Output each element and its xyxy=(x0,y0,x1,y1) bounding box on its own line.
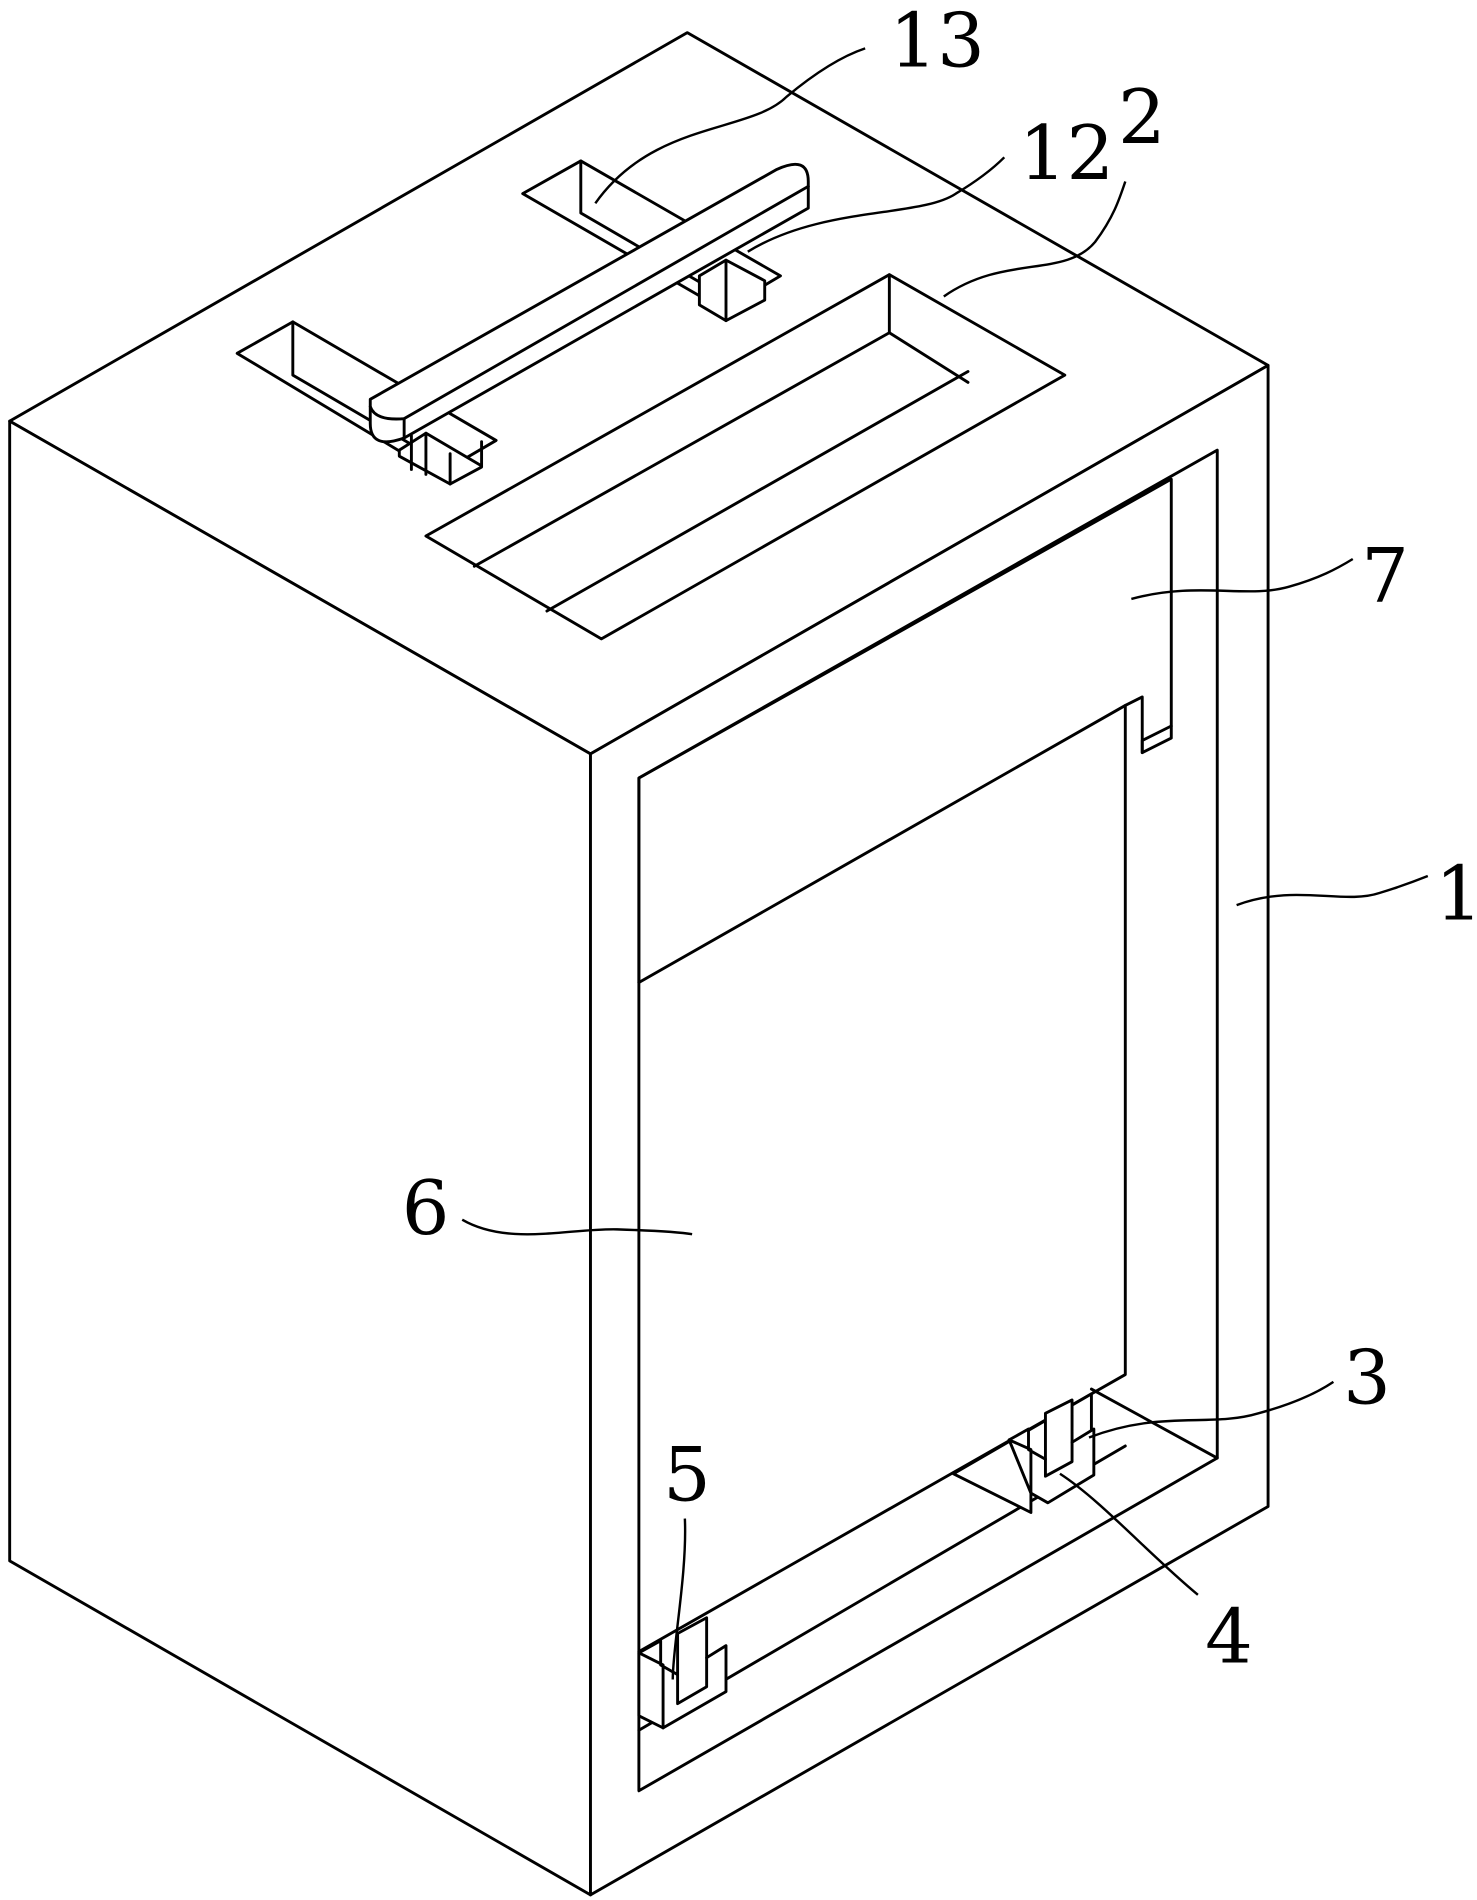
label-7: 7 xyxy=(1361,531,1409,619)
rear-u-slot-inner xyxy=(1043,1440,1074,1478)
leader-3 xyxy=(1088,1380,1335,1439)
cabinet-body xyxy=(8,31,1270,1897)
leader-5 xyxy=(671,1518,687,1680)
label-4: 4 xyxy=(1205,1593,1253,1681)
leader-12 xyxy=(747,156,1006,253)
label-3: 3 xyxy=(1343,1334,1391,1422)
cabinet-front-face xyxy=(589,363,1270,1897)
door-panel-face xyxy=(637,703,1127,1654)
label-2: 2 xyxy=(1118,73,1166,161)
leader-7 xyxy=(1131,557,1354,601)
leader-1 xyxy=(1236,874,1429,907)
top-loading-opening xyxy=(424,273,1067,641)
rear-u-slot-top xyxy=(1007,1438,1033,1495)
front-bottom-bracket xyxy=(637,1616,728,1730)
handle-bar xyxy=(368,162,810,444)
handle-posts xyxy=(397,258,767,486)
top-opening-outline xyxy=(424,273,1067,641)
rear-bottom-bracket xyxy=(952,1392,1096,1514)
label-12: 12 xyxy=(1019,109,1114,197)
front-u-slot-inner xyxy=(676,1656,709,1706)
label-13: 13 xyxy=(889,0,984,85)
leader-4 xyxy=(1059,1472,1199,1596)
leader-2 xyxy=(943,181,1127,298)
front-post-side xyxy=(409,431,452,486)
door-panel xyxy=(637,703,1127,1654)
leader-6 xyxy=(461,1218,693,1236)
label-6: 6 xyxy=(402,1164,450,1252)
label-5: 5 xyxy=(663,1430,711,1518)
leader-lines xyxy=(461,47,1429,1680)
rail-plate-face xyxy=(637,477,1173,984)
front-u-slot-front xyxy=(637,1651,665,1730)
callout-labels: 13 12 2 7 1 6 3 4 5 xyxy=(402,0,1477,1681)
front-post xyxy=(397,431,484,486)
rail-plate-side xyxy=(1140,724,1173,755)
handle-bar-top xyxy=(368,162,810,444)
leader-13 xyxy=(594,47,866,204)
top-opening-divider xyxy=(545,370,970,613)
front-u-slot xyxy=(637,1616,728,1730)
label-1: 1 xyxy=(1435,850,1477,938)
opening-floor-back-edge xyxy=(1089,1387,1219,1460)
upper-rail-plate xyxy=(637,477,1173,984)
